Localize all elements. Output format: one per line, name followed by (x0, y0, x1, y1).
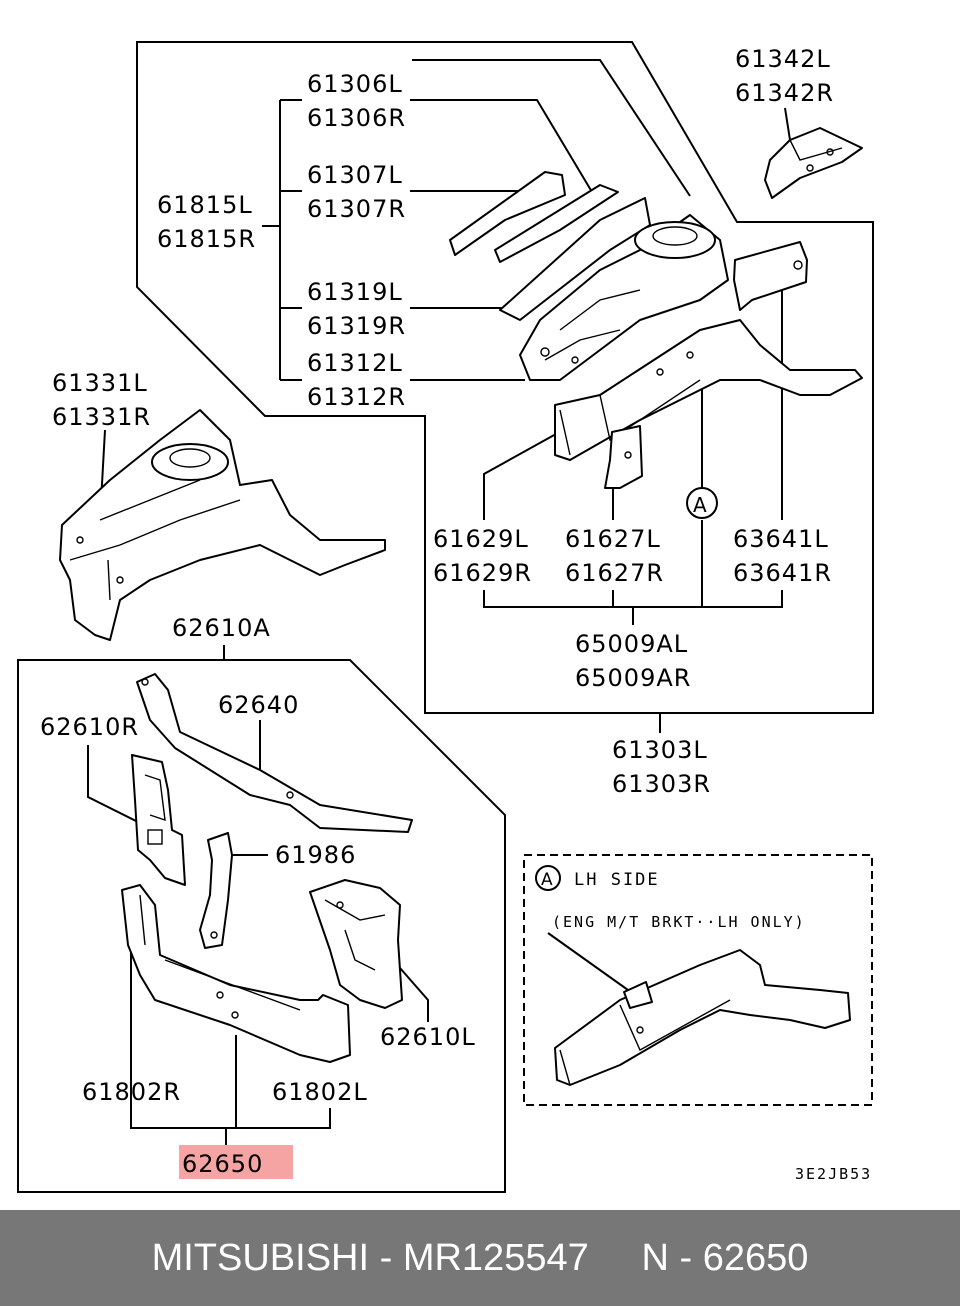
part-number-62610r: 62610R (40, 713, 139, 741)
label-61815: 61815L 61815R (157, 191, 256, 253)
part-number-61986: 61986 (275, 841, 356, 869)
part-number-61627r: 61627R (565, 559, 664, 587)
part-number-61319l: 61319L (307, 278, 403, 306)
detail-panel-note: (ENG M/T BRKT··LH ONLY) (552, 913, 806, 931)
part-upper-apron-drawing (449, 171, 863, 489)
label-61342: 61342L 61342R (735, 45, 834, 107)
part-number-61331r: 61331R (52, 403, 151, 431)
label-61303: 61303L 61303R (612, 736, 711, 798)
detail-panel-frame (523, 854, 873, 1106)
label-61627: 61627L 61627R (565, 525, 664, 587)
part-number-62610a: 62610A (172, 614, 271, 642)
part-number-61307l: 61307L (307, 161, 403, 189)
group-outline-61303 (136, 41, 874, 714)
part-number-61319r: 61319R (307, 312, 406, 340)
part-number-61629r: 61629R (433, 559, 532, 587)
footer-text: MITSUBISHI - MR125547 N - 62650 (151, 1236, 809, 1279)
part-62610l-drawing (309, 879, 403, 1009)
part-61986-drawing (199, 832, 233, 949)
label-61331: 61331L 61331R (52, 369, 151, 431)
part-number-61342r: 61342R (735, 79, 834, 107)
part-number-62650: 62650 (182, 1150, 263, 1178)
part-62640-drawing (136, 673, 413, 833)
label-61629: 61629L 61629R (433, 525, 532, 587)
label-65009: 65009AL 65009AR (575, 630, 691, 692)
label-63641: 63641L 63641R (733, 525, 832, 587)
group-outline-62610a (17, 659, 506, 1193)
detail-panel-a-letter: A (541, 870, 553, 890)
part-number-65009ar: 65009AR (575, 664, 691, 692)
part-number-62640: 62640 (218, 691, 299, 719)
detail-a-drawing (554, 949, 851, 1086)
part-number-61627l: 61627L (565, 525, 661, 553)
part-number-62610l: 62610L (380, 1023, 476, 1051)
part-number-61312r: 61312R (307, 383, 406, 411)
part-number-61303l: 61303L (612, 736, 708, 764)
part-number-61303r: 61303R (612, 770, 711, 798)
label-61319: 61319L 61319R (307, 278, 406, 340)
label-61307: 61307L 61307R (307, 161, 406, 223)
part-62650-drawing (121, 884, 351, 1063)
callout-a-letter: A (693, 493, 708, 517)
part-number-61815l: 61815L (157, 191, 253, 219)
part-61331-drawing (59, 409, 386, 641)
leader-lines (87, 59, 791, 1145)
part-62610r-drawing (131, 754, 186, 886)
part-number-61306r: 61306R (307, 104, 406, 132)
detail-panel-title: LH SIDE (574, 870, 660, 890)
part-number-65009al: 65009AL (575, 630, 688, 658)
callout-a-circle (686, 487, 718, 519)
part-number-63641r: 63641R (733, 559, 832, 587)
part-number-61815r: 61815R (157, 225, 256, 253)
part-number-61629l: 61629L (433, 525, 529, 553)
part-number-61306l: 61306L (307, 70, 403, 98)
label-61306: 61306L 61306R (307, 70, 406, 132)
part-number-61331l: 61331L (52, 369, 148, 397)
footer-banner: MITSUBISHI - MR125547 N - 62650 (0, 1210, 960, 1306)
detail-panel-a-circle (535, 865, 561, 891)
part-number-61342l: 61342L (735, 45, 831, 73)
part-number-63641l: 63641L (733, 525, 829, 553)
part-number-61802l: 61802L (272, 1078, 368, 1106)
label-61312: 61312L 61312R (307, 349, 406, 411)
highlight-box-62650 (179, 1145, 293, 1179)
part-number-61307r: 61307R (307, 195, 406, 223)
part-number-61312l: 61312L (307, 349, 403, 377)
part-61342-drawing (764, 127, 863, 199)
diagram-code: 3E2JB53 (795, 1165, 872, 1183)
